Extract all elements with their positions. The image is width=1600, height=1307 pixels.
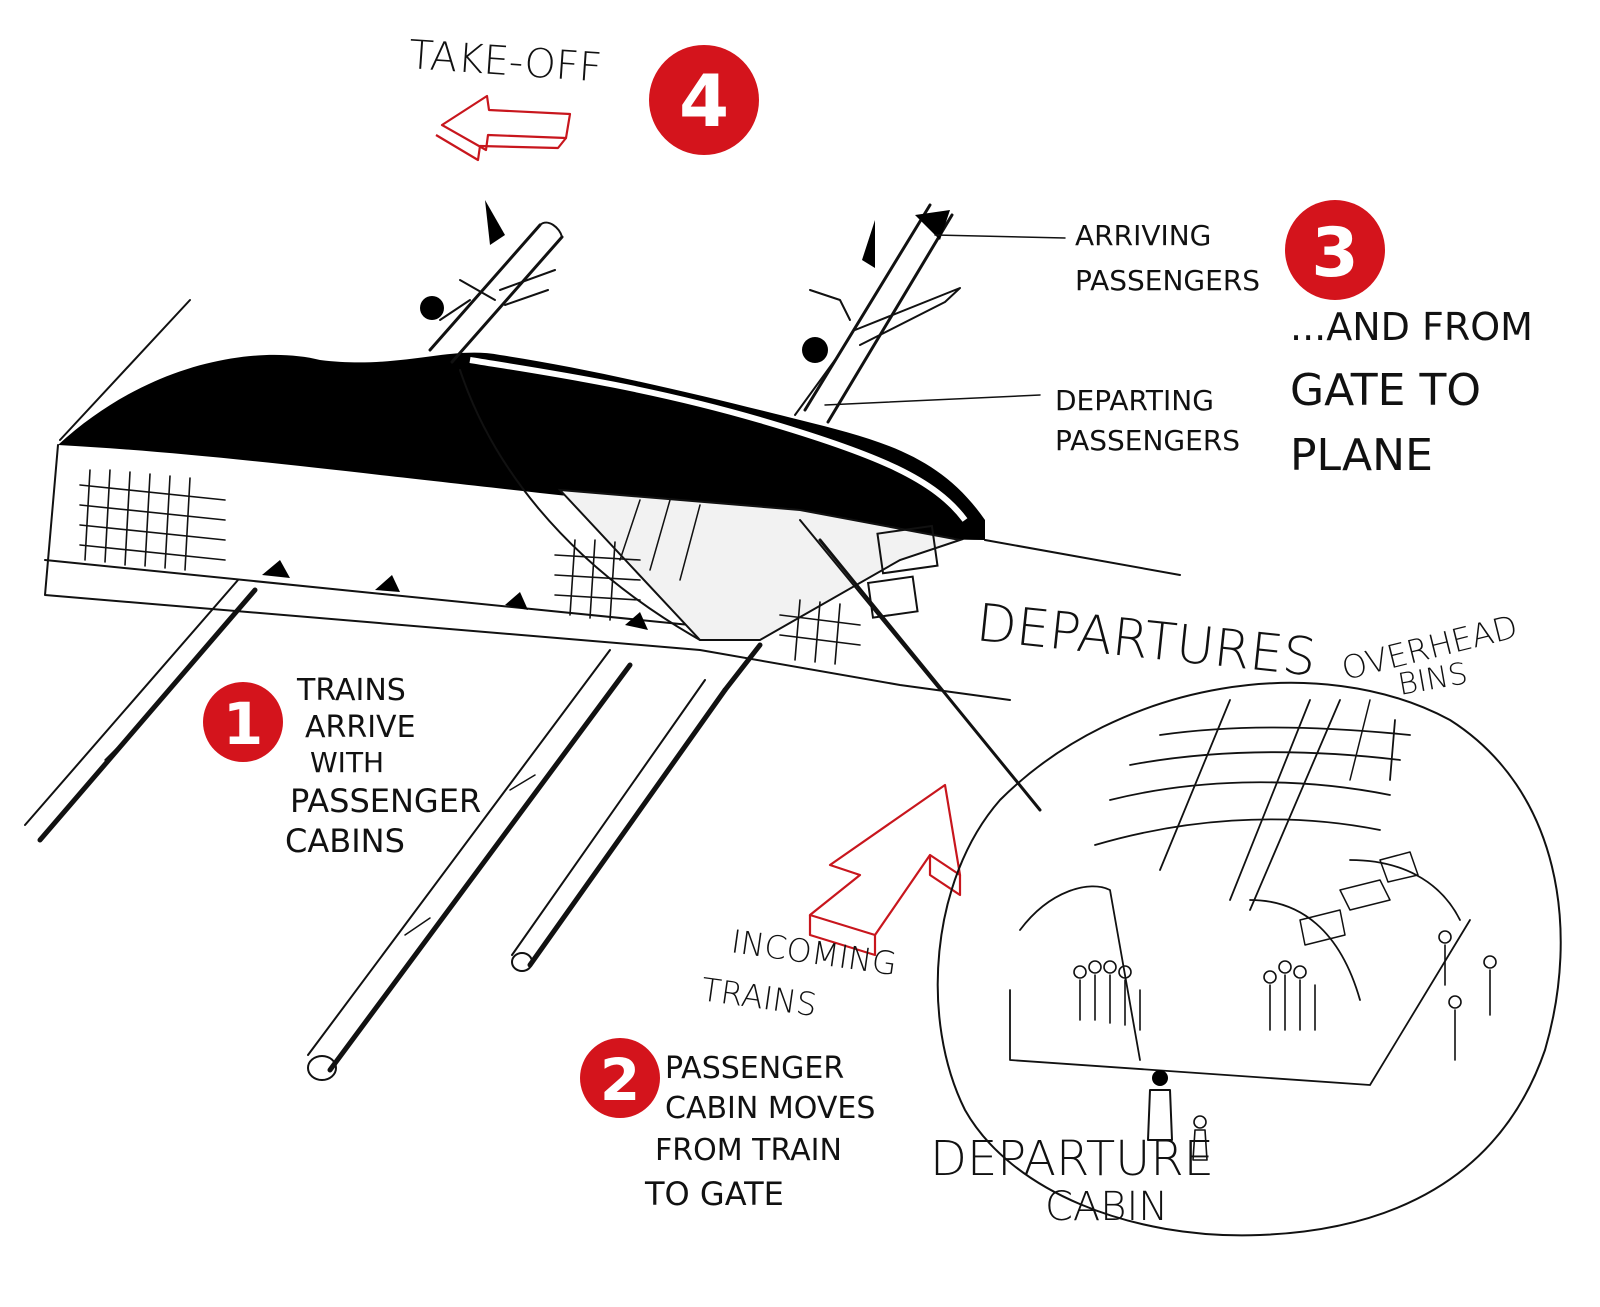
window-grid-center	[554, 539, 641, 621]
departing-passengers-label: DEPARTING PASSENGERS	[1055, 384, 1240, 457]
passenger-figures	[1073, 930, 1497, 1161]
departing-line-2: PASSENGERS	[1055, 424, 1240, 457]
step-1-badge: 1	[203, 682, 283, 762]
step-1-line-3: WITH	[310, 746, 384, 779]
plane-left	[420, 200, 564, 364]
step-3-line-1: ...AND FROM	[1290, 305, 1533, 349]
step-2-line-3: FROM TRAIN	[655, 1133, 842, 1168]
step-2-badge: 2	[580, 1038, 660, 1118]
step-1-number: 1	[223, 690, 263, 758]
step-2-caption: PASSENGER CABIN MOVES FROM TRAIN TO GATE	[644, 1051, 875, 1213]
cabin-line-2: CABIN	[1045, 1184, 1168, 1230]
departure-cabin-detail	[936, 681, 1562, 1237]
overhead-bins-label: OVERHEAD BINS	[1338, 607, 1522, 702]
step-2-line-2: CABIN MOVES	[665, 1091, 875, 1126]
step-1-line-1: TRAINS	[296, 673, 406, 708]
incoming-arrow	[808, 783, 962, 957]
train-3	[511, 642, 763, 972]
departure-cabin-label: DEPARTURE CABIN	[930, 1131, 1214, 1230]
step-3-caption: ...AND FROM GATE TO PLANE	[1290, 305, 1533, 481]
step-3-badge: 3	[1285, 200, 1385, 300]
window-grid-left	[79, 469, 226, 571]
takeoff-label: TAKE-OFF	[407, 32, 603, 91]
train-1	[24, 579, 258, 843]
incoming-line-2: TRAINS	[699, 970, 819, 1024]
step-1-caption: TRAINS ARRIVE WITH PASSENGER CABINS	[285, 673, 481, 860]
arriving-leader-line	[934, 234, 1066, 239]
terminal-building	[44, 299, 1181, 812]
step-1-line-2: ARRIVE	[305, 710, 416, 745]
step-4-caption: TAKE-OFF	[407, 32, 603, 91]
step-3-line-2: GATE TO	[1290, 365, 1481, 416]
takeoff-arrow	[435, 94, 572, 162]
plane-right	[794, 203, 961, 424]
window-grid-right	[779, 599, 861, 665]
step-3-number: 3	[1311, 214, 1358, 293]
step-1-line-4: PASSENGER	[290, 782, 481, 820]
step-1-line-5: CABINS	[285, 822, 405, 860]
departures-label: DEPARTURES	[974, 593, 1319, 688]
incoming-line-1: INCOMING	[729, 922, 899, 983]
step-4-badge: 4	[649, 45, 759, 155]
train-2	[307, 649, 633, 1081]
train-tracks	[24, 579, 763, 1081]
step-2-line-4: TO GATE	[644, 1175, 784, 1213]
step-2-number: 2	[600, 1046, 640, 1114]
departing-leader-line	[824, 394, 1041, 406]
overhead-leader-line	[1349, 699, 1371, 781]
arriving-passengers-label: ARRIVING PASSENGERS	[1075, 219, 1260, 297]
departing-line-1: DEPARTING	[1055, 384, 1214, 417]
incoming-trains-label: INCOMING TRAINS	[699, 922, 899, 1024]
cabin-line-1: DEPARTURE	[930, 1131, 1214, 1187]
step-2-line-1: PASSENGER	[665, 1051, 844, 1086]
step-badges: 1 2 3 4	[203, 45, 1385, 1118]
step-3-line-3: PLANE	[1290, 430, 1433, 481]
arriving-line-1: ARRIVING	[1075, 219, 1211, 252]
arriving-line-2: PASSENGERS	[1075, 264, 1260, 297]
step-4-number: 4	[679, 59, 729, 143]
